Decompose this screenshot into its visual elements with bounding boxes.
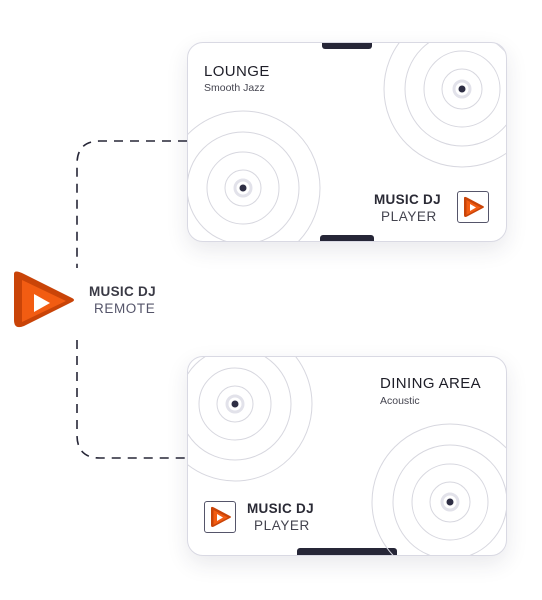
zone-genre: Acoustic (380, 395, 420, 407)
player-card-dining-area: DINING AREA Acoustic MUSIC DJ PLAYER (187, 356, 507, 556)
play-logo-icon (464, 196, 484, 217)
zone-name: LOUNGE (204, 63, 270, 80)
card-bottom-tab (297, 548, 397, 555)
player-brand-line1: MUSIC DJ (374, 192, 441, 207)
zone-genre: Smooth Jazz (204, 82, 265, 94)
zone-name: DINING AREA (380, 375, 482, 392)
play-logo-icon (14, 271, 74, 328)
player-brand-line2: PLAYER (254, 518, 310, 533)
card-top-tab (322, 43, 372, 49)
remote-brand-line1: MUSIC DJ (89, 284, 156, 299)
connector-to-lounge (76, 140, 187, 268)
connector-to-dining (76, 340, 187, 459)
player-logo (204, 501, 236, 533)
player-brand-line2: PLAYER (381, 209, 437, 224)
player-logo (457, 191, 489, 223)
play-logo-icon (211, 506, 231, 527)
remote-brand-line2: REMOTE (94, 301, 156, 316)
player-brand-line1: MUSIC DJ (247, 501, 314, 516)
card-bottom-tab (320, 235, 374, 241)
player-card-lounge: LOUNGE Smooth Jazz MUSIC DJ PLAYER (187, 42, 507, 242)
